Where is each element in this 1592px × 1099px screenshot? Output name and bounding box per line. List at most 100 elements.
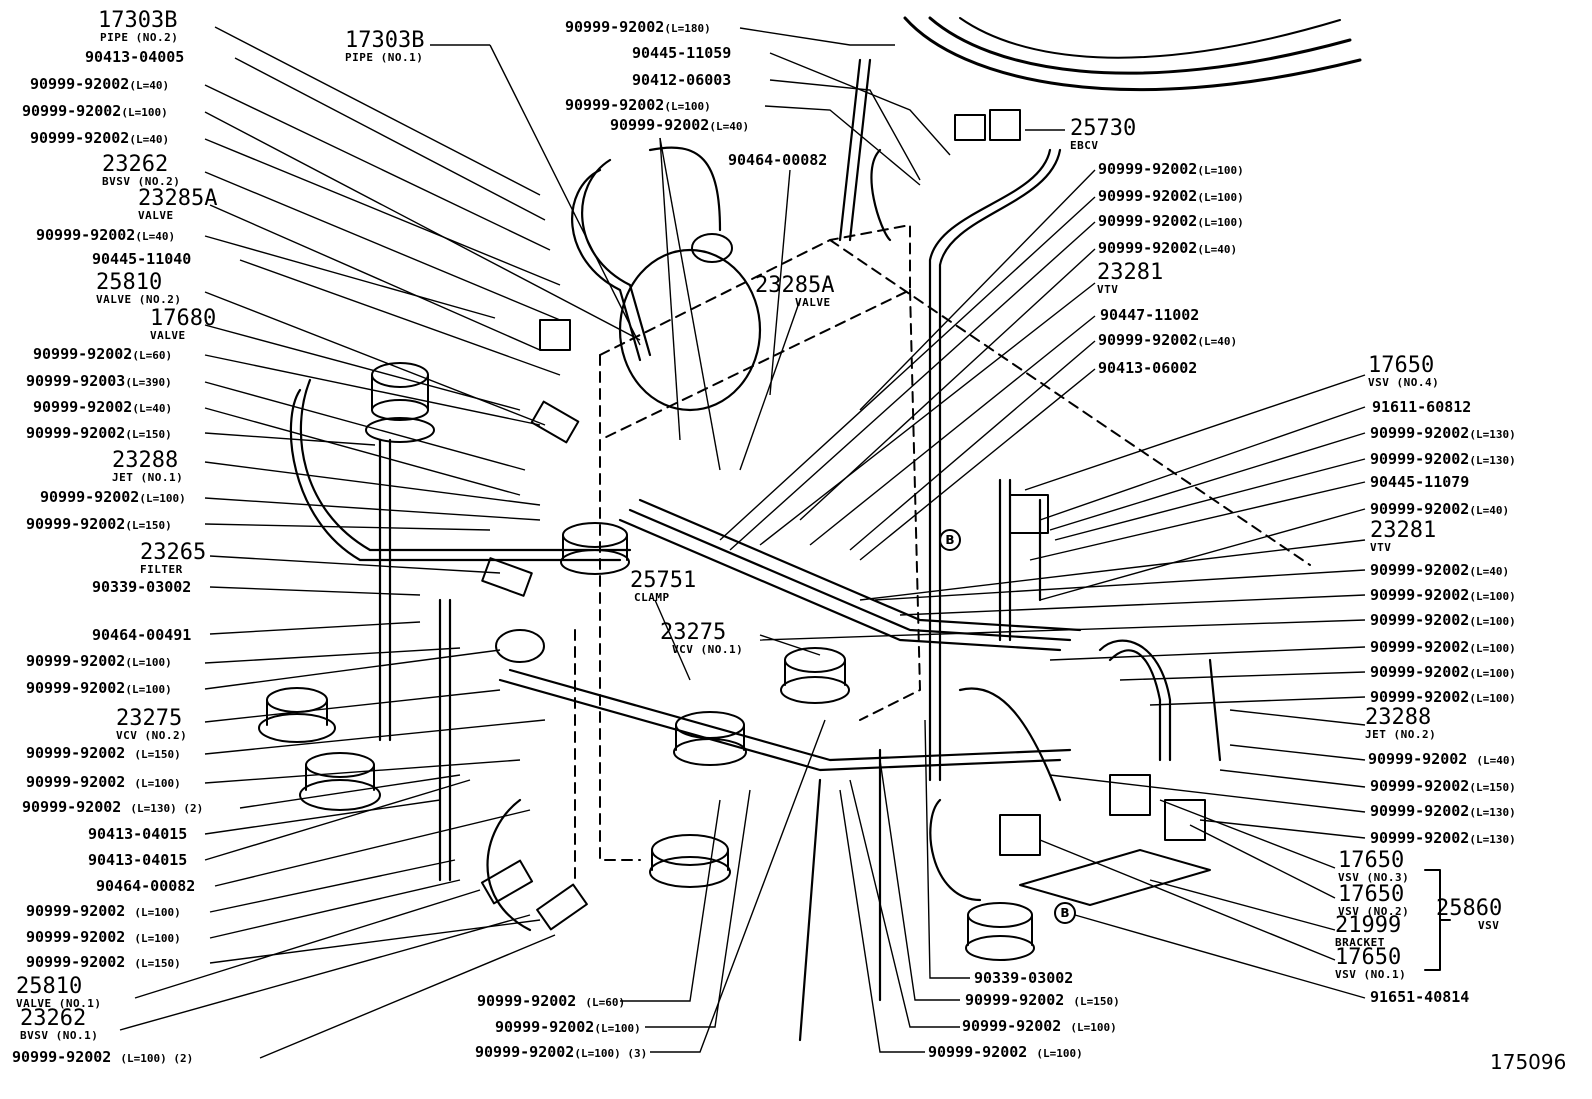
part-name: VALVE <box>795 296 831 309</box>
part-number: 17650 <box>1338 848 1405 873</box>
part-name: PIPE (NO.2) <box>100 31 179 44</box>
part-number: 23275 <box>660 620 727 645</box>
hose-part-number: 90999-92002(L=40) <box>1098 331 1238 349</box>
callout-25810-valve-no2: 25810 VALVE (NO.2) <box>96 270 181 306</box>
part-number: 90447-11002 <box>1100 306 1200 324</box>
part-number: 17303B <box>345 28 425 53</box>
callout-23262-bvsv-no1: 23262 BVSV (NO.1) <box>20 1006 98 1042</box>
callout-b-label: B <box>1060 906 1069 920</box>
hose-part-number: 90999-92002(L=100) <box>26 679 172 697</box>
callout-17650-vsv-no2: 17650 VSV (NO.2) <box>1338 882 1410 918</box>
part-name: FILTER <box>140 563 183 576</box>
part-number: 23288 <box>1365 705 1432 730</box>
callout-25860-vsv-assembly: 25860 VSV <box>1436 896 1503 932</box>
hose-part-number: 90999-92002 (L=40) <box>1368 750 1517 768</box>
callout-25751-clamp: 25751 CLAMP <box>630 570 696 604</box>
part-name: JET (NO.2) <box>1365 728 1437 741</box>
part-number: 23262 <box>102 152 169 177</box>
hose-part-number: 90999-92002 (L=100) (2) <box>12 1048 194 1066</box>
part-number: 17650 <box>1338 882 1405 907</box>
part-number: 25860 <box>1436 896 1503 921</box>
callout-23281-vtv: 23281 VTV <box>1370 518 1437 554</box>
callout-17680-valve: 17680 VALVE <box>150 306 217 342</box>
part-name: PIPE (NO.1) <box>345 51 424 64</box>
part-name: JET (NO.1) <box>112 471 184 484</box>
hose-part-number: 90999-92002(L=40) <box>36 226 176 244</box>
part-name: VSV (NO.4) <box>1368 376 1440 389</box>
callout-17650-vsv-no4: 17650 VSV (NO.4) <box>1368 353 1440 389</box>
part-name: EBCV <box>1070 139 1099 152</box>
part-number: 90464-00491 <box>92 626 192 644</box>
part-number: 25810 <box>96 270 163 295</box>
hose-part-number: 90999-92002 (L=150) <box>26 744 181 762</box>
part-number: 90412-06003 <box>632 71 732 89</box>
part-number: 23281 <box>1097 260 1164 285</box>
hose-part-number: 90999-92002(L=100) <box>565 96 711 114</box>
hose-part-number: 90999-92002(L=100) <box>495 1018 641 1036</box>
hose-part-number: 90999-92002(L=100) <box>1098 160 1244 178</box>
part-number: 23265 <box>140 540 207 565</box>
part-number: 17650 <box>1335 945 1402 970</box>
hose-part-number: 90999-92002(L=100) <box>1370 663 1516 681</box>
part-name: VSV (NO.1) <box>1335 968 1407 981</box>
hose-part-number: 90999-92002(L=180) <box>565 18 711 36</box>
hose-part-number: 90999-92002(L=130) <box>1370 829 1516 847</box>
hose-part-number: 90999-92002 (L=100) <box>928 1043 1083 1061</box>
part-name: VCV (NO.2) <box>116 729 188 742</box>
part-number: 90445-11079 <box>1370 473 1470 491</box>
hose-part-number: 90999-92002 (L=150) <box>26 953 181 971</box>
callout-23275-vcv-no2: 23275 VCV (NO.2) <box>116 706 188 742</box>
callout-25730-ebcv: 25730 EBCV <box>1070 118 1136 152</box>
callout-23285a-valve-center: 23285A VALVE <box>755 275 834 309</box>
callout-23265-filter: 23265 FILTER <box>140 540 207 576</box>
part-number: 90413-04015 <box>88 825 188 843</box>
hose-part-number: 90999-92002(L=100) <box>1098 212 1244 230</box>
part-number: 21999 <box>1335 913 1402 938</box>
part-number: 17680 <box>150 306 217 331</box>
part-number: 90413-04015 <box>88 851 188 869</box>
hose-part-number: 90999-92002 (L=100) <box>26 928 181 946</box>
hose-part-number: 90999-92002(L=150) <box>26 424 172 442</box>
hose-part-number: 90999-92002 (L=60) <box>477 992 626 1010</box>
hose-part-number: 90999-92002 (L=100) <box>26 773 181 791</box>
part-number: 23288 <box>112 448 179 473</box>
hose-part-number: 90999-92002(L=40) <box>610 116 750 134</box>
part-number: 23275 <box>116 706 183 731</box>
hose-part-number: 90999-92002 (L=100) <box>962 1017 1117 1035</box>
hose-part-number: 90999-92002(L=40) <box>1370 561 1510 579</box>
part-number: 90445-11040 <box>92 250 192 268</box>
part-number: 17650 <box>1368 353 1435 378</box>
hose-part-number: 90999-92002(L=100) <box>22 102 168 120</box>
hose-part-number: 90999-92002(L=40) <box>1098 239 1238 257</box>
part-number: 90464-00082 <box>728 151 828 169</box>
hose-part-number: 90999-92002(L=40) <box>33 398 173 416</box>
hose-part-number: 90999-92002(L=100) <box>1370 638 1516 656</box>
part-name: VTV <box>1370 541 1392 554</box>
part-number: 91651-40814 <box>1370 988 1470 1006</box>
part-number: 23262 <box>20 1006 87 1031</box>
callout-23285a-valve: 23285A VALVE <box>138 188 217 222</box>
part-name: VSV (NO.3) <box>1338 871 1410 884</box>
callout-23288-jet-no1: 23288 JET (NO.1) <box>112 448 184 484</box>
hose-part-number: 90999-92002(L=130) <box>1370 450 1516 468</box>
part-name: VALVE <box>138 209 174 222</box>
hose-part-number: 90999-92002 (L=100) <box>26 902 181 920</box>
hose-part-number: 90999-92002(L=60) <box>33 345 173 363</box>
callout-21999-bracket: 21999 BRACKET <box>1335 913 1402 949</box>
hose-part-number: 90999-92002(L=100) <box>26 652 172 670</box>
hose-part-number: 90999-92002(L=100) <box>1370 586 1516 604</box>
part-number: 90464-00082 <box>96 877 196 895</box>
part-number: 90339-03002 <box>974 969 1074 987</box>
callout-17650-vsv-no3: 17650 VSV (NO.3) <box>1338 848 1410 884</box>
part-number: 25810 <box>16 974 83 999</box>
hose-part-number: 90999-92003(L=390) <box>26 372 172 390</box>
part-name: VSV (NO.2) <box>1338 905 1410 918</box>
hose-part-number: 90999-92002(L=100) (3) <box>475 1043 648 1061</box>
hose-part-number: 90999-92002(L=40) <box>1370 500 1510 518</box>
callout-23262-bvsv-no2: 23262 BVSV (NO.2) <box>102 152 180 188</box>
part-number: 91611-60812 <box>1372 398 1472 416</box>
callout-25810-valve-no1: 25810 VALVE (NO.1) <box>16 974 101 1010</box>
part-number: 23281 <box>1370 518 1437 543</box>
hose-part-number: 90999-92002 (L=130) (2) <box>22 798 204 816</box>
